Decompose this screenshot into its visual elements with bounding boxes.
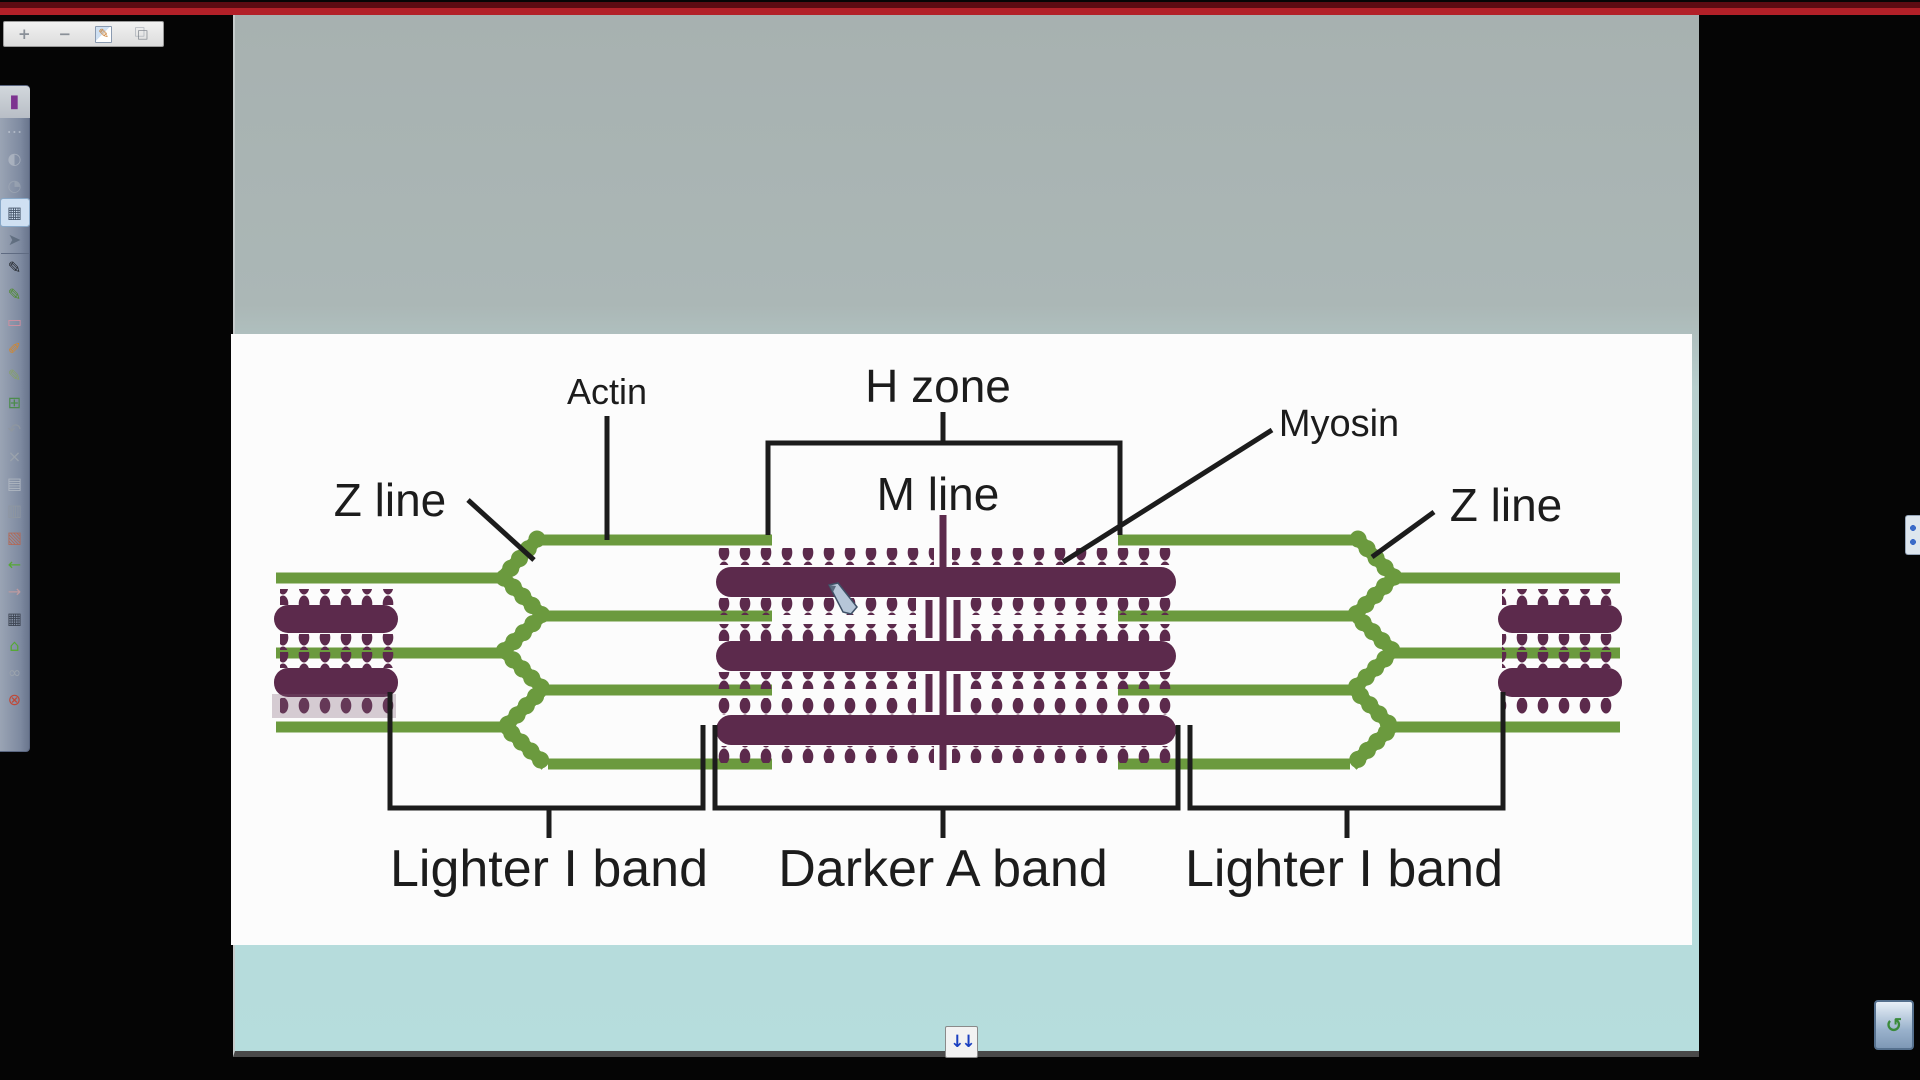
- toolbar-options-icon[interactable]: ⋯: [6, 121, 23, 141]
- zoom-in-button[interactable]: +: [17, 25, 31, 43]
- top-stripe-dark: [0, 2, 1920, 8]
- export-page-icon[interactable]: ▧: [6, 527, 23, 547]
- recycle-bin-icon[interactable]: ↺: [1874, 1000, 1914, 1050]
- zoom-out-button[interactable]: −: [58, 25, 72, 43]
- top-stripe-red: [0, 8, 1920, 15]
- spotlight-tool-icon[interactable]: ◐: [7, 148, 22, 168]
- capture-tool-icon[interactable]: ▦: [0, 198, 30, 227]
- eraser-tool-icon[interactable]: ▭: [6, 311, 23, 331]
- add-page-grid-icon[interactable]: ⊞: [7, 392, 22, 412]
- undo-icon[interactable]: ↶: [7, 419, 22, 439]
- next-page-icon[interactable]: →: [7, 581, 22, 601]
- pen-black-icon[interactable]: ✎: [0, 253, 29, 281]
- page-down-button[interactable]: ↓↓: [945, 1026, 978, 1058]
- page-icon[interactable]: ▤: [6, 473, 23, 493]
- previous-page-icon[interactable]: ←: [7, 554, 22, 574]
- highlighter-tool-icon[interactable]: ✐: [7, 338, 22, 358]
- keyboard-icon[interactable]: ▦: [6, 608, 23, 628]
- duplicate-page-icon[interactable]: ▥: [6, 500, 23, 520]
- arrange-windows-button[interactable]: □: [137, 27, 149, 41]
- link-tool-icon[interactable]: ∞: [7, 662, 22, 682]
- diagram-image-panel: [231, 334, 1692, 945]
- timer-tool-icon[interactable]: ◔: [7, 175, 22, 195]
- delete-icon[interactable]: ×: [7, 446, 22, 466]
- recycle-glyph: ↺: [1885, 1013, 1903, 1037]
- annotate-note-button[interactable]: ✎: [95, 25, 113, 43]
- floating-zoom-toolbar: + − ✎ □: [3, 21, 164, 47]
- multi-pen-icon[interactable]: ✎: [7, 365, 22, 385]
- show-desktop-icon[interactable]: ⌂: [9, 635, 20, 655]
- select-tool-icon[interactable]: ➤: [7, 229, 22, 249]
- marker-tool-icon[interactable]: ▮: [0, 86, 30, 118]
- close-toolbar-icon[interactable]: ⊗: [7, 689, 22, 709]
- floating-tool-sidebar: ▮⋯◐◔▦➤✎✎▭✐✎⊞↶×▤▥▧←→▦⌂∞⊗: [0, 85, 30, 752]
- panel-handle-tab[interactable]: [1905, 515, 1920, 555]
- pen-green-icon[interactable]: ✎: [7, 284, 22, 304]
